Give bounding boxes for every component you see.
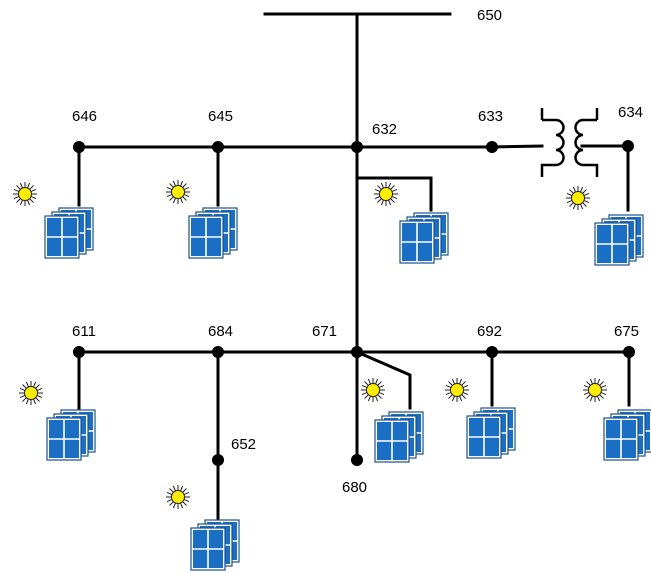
node-633	[486, 141, 498, 153]
solar-panel-icon	[604, 410, 651, 460]
node-646	[73, 141, 85, 153]
pv-671	[360, 377, 423, 462]
node-611	[73, 346, 85, 358]
node-684	[212, 346, 224, 358]
pv-drop-671	[355, 350, 412, 410]
node-label-671: 671	[312, 323, 337, 340]
sun-icon	[165, 179, 191, 205]
line-633-transformer	[490, 144, 544, 149]
solar-panel-icon	[375, 412, 423, 462]
solar-panel-icon	[47, 410, 95, 460]
solar-panel-icon	[191, 520, 239, 570]
pv-611	[18, 380, 95, 460]
node-label-633: 633	[478, 108, 503, 125]
sun-icon	[582, 377, 608, 403]
node-label-632: 632	[372, 121, 397, 138]
pv-632	[373, 181, 448, 263]
node-692	[486, 346, 498, 358]
node-632	[351, 141, 363, 153]
solar-panel-icon	[45, 208, 93, 258]
node-label-645: 645	[208, 108, 233, 125]
pv-drop-632	[355, 176, 433, 212]
node-652	[212, 454, 224, 466]
node-label-650: 650	[477, 7, 502, 24]
pv-646	[12, 181, 93, 258]
node-label-634: 634	[618, 104, 643, 121]
sun-icon	[373, 181, 399, 207]
node-645	[212, 141, 224, 153]
node-label-680: 680	[342, 479, 367, 496]
solar-panel-icon	[189, 208, 237, 258]
node-680	[351, 454, 363, 466]
node-label-675: 675	[614, 323, 639, 340]
sun-icon	[18, 380, 44, 406]
node-label-652: 652	[231, 436, 256, 453]
solar-panel-icon	[595, 215, 643, 265]
pv-692	[444, 377, 515, 458]
sun-icon	[360, 377, 386, 403]
pv-675	[582, 377, 651, 460]
sun-icon	[444, 377, 470, 403]
node-label-611: 611	[72, 323, 96, 340]
node-label-684: 684	[208, 323, 233, 340]
sun-icon	[165, 484, 191, 510]
pv-634	[565, 185, 643, 265]
node-label-646: 646	[72, 108, 97, 125]
transformer-icon	[540, 108, 599, 177]
node-label-692: 692	[477, 323, 502, 340]
solar-panel-icon	[467, 408, 515, 458]
sun-icon	[565, 185, 591, 211]
solar-panel-icon	[400, 213, 448, 263]
node-675	[623, 346, 635, 358]
pv-652	[165, 484, 239, 570]
pv-645	[165, 179, 237, 258]
node-634	[622, 140, 634, 152]
sun-icon	[12, 181, 38, 207]
node-671	[351, 346, 363, 358]
